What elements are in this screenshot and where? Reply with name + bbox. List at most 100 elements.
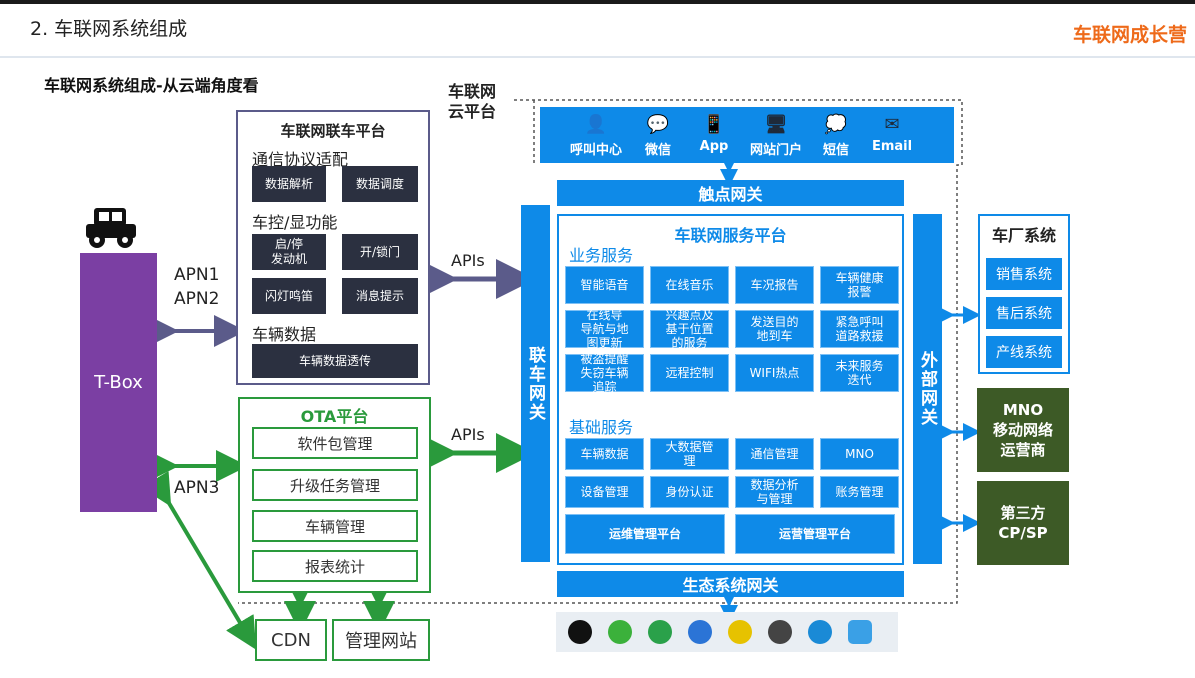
operations-management-platform[interactable]: 运营管理平台: [735, 514, 895, 554]
monitor-icon: 🖥: [764, 114, 788, 135]
flash-horn-box[interactable]: 闪灯鸣笛: [252, 278, 326, 314]
report-statistics-box[interactable]: 报表统计: [252, 550, 418, 582]
qq-music-icon[interactable]: [808, 620, 832, 644]
ecosystem-gateway[interactable]: 生态系统网关: [557, 571, 904, 597]
ota-platform[interactable]: OTA平台 软件包管理 升级任务管理 车辆管理 报表统计: [238, 397, 431, 593]
external-gateway[interactable]: 外部网关: [913, 214, 942, 564]
vehicle-connection-platform[interactable]: 车联网联车平台 通信协议适配 数据解析 数据调度 车控/显功能 启/停 发动机 …: [236, 110, 430, 385]
cloud-label-line1: 车联网: [448, 82, 497, 101]
email-label: Email: [871, 139, 913, 154]
business-service-box-9[interactable]: 远程控制: [650, 354, 729, 392]
data-parsing-box[interactable]: 数据解析: [252, 166, 326, 202]
vehicle-platform-title: 车联网联车平台: [280, 122, 386, 140]
engine-start-stop-box[interactable]: 启/停 发动机: [252, 234, 326, 270]
mno-box[interactable]: MNO 移动网络 运营商: [977, 388, 1069, 472]
upgrade-task-box[interactable]: 升级任务管理: [252, 469, 418, 501]
car-icon: [86, 208, 136, 248]
external-gateway-label: 外部网关: [917, 351, 937, 427]
mail-icon: ✉: [884, 114, 900, 135]
basic-service-box-0[interactable]: 车辆数据: [565, 438, 644, 470]
basic-service-box-2[interactable]: 通信管理: [735, 438, 814, 470]
sms-icon: 💭: [824, 114, 848, 135]
page-title: 2. 车联网系统组成: [30, 18, 188, 40]
cdn-box[interactable]: CDN: [255, 619, 327, 661]
app-item[interactable]: 📱 App: [684, 111, 744, 154]
web-portal-label: 网站门户: [749, 143, 802, 158]
business-service-box-5[interactable]: 兴趣点及 基于位置 的服务: [650, 308, 729, 350]
chat-icon: 💬: [646, 114, 670, 135]
after-sales-system-box[interactable]: 售后系统: [986, 297, 1062, 329]
production-system-box[interactable]: 产线系统: [986, 336, 1062, 368]
oem-system: 车厂系统 销售系统 售后系统 产线系统: [978, 214, 1070, 374]
touch-point-bar: 👤呼叫中心 💬 微信 📱 App 🖥 网站门户 💭 短信 ✉ Email: [540, 107, 954, 163]
sms-label: 短信: [822, 143, 849, 158]
app-d-icon[interactable]: [688, 620, 712, 644]
top-border: [0, 0, 1195, 4]
service-platform-title: 车联网服务平台: [674, 226, 787, 245]
control-section-label: 车控/显功能: [252, 213, 338, 232]
door-lock-box[interactable]: 开/锁门: [342, 234, 418, 270]
third-party-box[interactable]: 第三方 CP/SP: [977, 481, 1069, 565]
wechat-label: 微信: [644, 143, 671, 158]
apis-top-label: APIs: [451, 251, 485, 270]
apis-bottom-label: APIs: [451, 425, 485, 444]
person-icon: 👤: [584, 114, 608, 135]
email-item[interactable]: ✉ Email: [862, 111, 922, 154]
business-service-box-6[interactable]: 发送目的 地到车: [735, 310, 814, 348]
business-service-box-7[interactable]: 紧急呼叫 道路救援: [820, 310, 899, 348]
service-platform: 车联网服务平台 业务服务 智能语音在线音乐车况报告车辆健康 报警在线导 导航与地…: [557, 214, 904, 565]
vehicle-management-box[interactable]: 车辆管理: [252, 510, 418, 542]
business-service-box-8[interactable]: 被盗提醒 失窃车辆 追踪: [565, 352, 644, 394]
data-scheduling-box[interactable]: 数据调度: [342, 166, 418, 202]
phone-icon: 📱: [702, 114, 726, 135]
app-w-icon[interactable]: [848, 620, 872, 644]
header-divider: [0, 56, 1195, 58]
diagram-subtitle: 车联网系统组成-从云端角度看: [44, 76, 259, 95]
vehicle-gateway[interactable]: 联车网关: [521, 205, 550, 562]
admin-site-box[interactable]: 管理网站: [332, 619, 430, 661]
business-service-box-4[interactable]: 在线导 导航与地 图更新: [565, 308, 644, 350]
touch-point-gateway[interactable]: 触点网关: [557, 180, 904, 206]
business-service-box-11[interactable]: 未来服务 迭代: [820, 354, 899, 392]
message-prompt-box[interactable]: 消息提示: [342, 278, 418, 314]
basic-service-box-3[interactable]: MNO: [820, 438, 899, 470]
business-service-box-1[interactable]: 在线音乐: [650, 266, 729, 304]
web-portal-item[interactable]: 🖥 网站门户: [746, 111, 806, 158]
business-service-box-0[interactable]: 智能语音: [565, 266, 644, 304]
vehicle-gateway-label: 联车网关: [525, 345, 545, 422]
cloud-label-line2: 云平台: [448, 102, 497, 121]
apn2-label: APN2: [174, 289, 220, 309]
sms-item[interactable]: 💭 短信: [806, 111, 866, 158]
qq-icon[interactable]: [568, 620, 592, 644]
apn1-label: APN1: [174, 265, 220, 285]
package-management-box[interactable]: 软件包管理: [252, 427, 418, 459]
ecosystem-apps-bar: [556, 612, 898, 652]
basic-service-box-6[interactable]: 数据分析 与管理: [735, 476, 814, 508]
sales-system-box[interactable]: 销售系统: [986, 258, 1062, 290]
game-icon[interactable]: [768, 620, 792, 644]
cloud-platform-label: 车联网 云平台: [448, 82, 496, 122]
ota-title: OTA平台: [300, 407, 369, 426]
protocol-section-label: 通信协议适配: [252, 150, 349, 169]
basic-service-box-7[interactable]: 账务管理: [820, 476, 899, 508]
business-service-box-3[interactable]: 车辆健康 报警: [820, 266, 899, 304]
tbox[interactable]: T-Box: [80, 253, 157, 512]
app-label: App: [699, 139, 729, 154]
oem-title: 车厂系统: [991, 226, 1056, 245]
call-center-item[interactable]: 👤呼叫中心: [566, 111, 626, 158]
basic-service-box-4[interactable]: 设备管理: [565, 476, 644, 508]
brand-logo: 车联网成长营: [1072, 24, 1187, 46]
wechat-icon[interactable]: [608, 620, 632, 644]
wechat-item[interactable]: 💬 微信: [628, 111, 688, 158]
ops-maintenance-platform[interactable]: 运维管理平台: [565, 514, 725, 554]
music-icon[interactable]: [728, 620, 752, 644]
business-services-label: 业务服务: [569, 246, 634, 265]
vehicle-data-passthrough-box[interactable]: 车辆数据透传: [252, 344, 418, 378]
wechat-pay-icon[interactable]: [648, 620, 672, 644]
basic-service-box-1[interactable]: 大数据管 理: [650, 438, 729, 470]
business-service-box-2[interactable]: 车况报告: [735, 266, 814, 304]
business-service-box-10[interactable]: WIFI热点: [735, 354, 814, 392]
basic-services-label: 基础服务: [569, 418, 634, 437]
basic-service-box-5[interactable]: 身份认证: [650, 476, 729, 508]
